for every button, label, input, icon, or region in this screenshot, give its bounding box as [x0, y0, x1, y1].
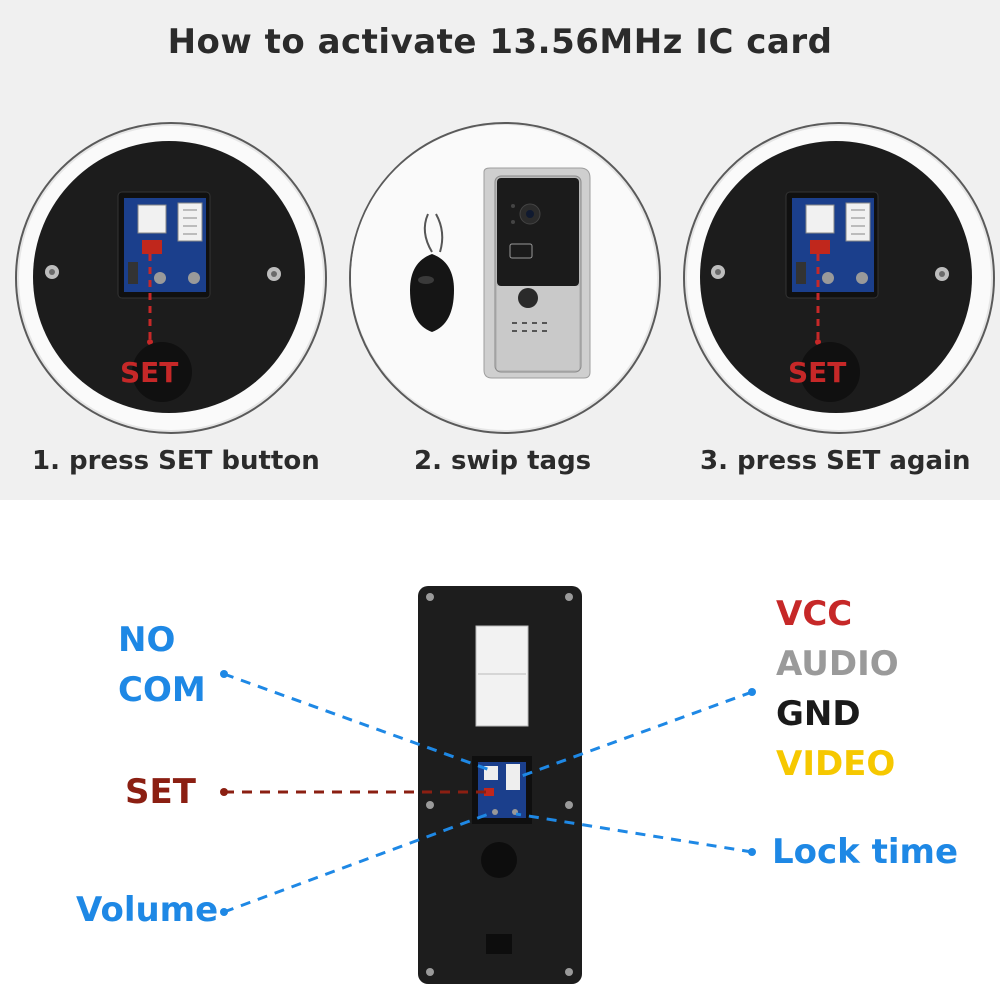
step2-doorbell	[351, 125, 655, 429]
page-title: How to activate 13.56MHz IC card	[167, 22, 833, 62]
callout-dots	[220, 670, 756, 916]
no-label: NO	[118, 620, 176, 660]
com-label: COM	[118, 670, 206, 710]
audio-label: AUDIO	[776, 644, 899, 684]
step-2-label: 2. swip tags	[414, 446, 592, 476]
device-back	[418, 586, 582, 984]
step3-board	[700, 141, 972, 413]
gnd-label: GND	[776, 694, 861, 734]
video-label: VIDEO	[776, 744, 896, 784]
step-1-label: 1. press SET button	[32, 446, 320, 476]
set-label: SET	[125, 772, 196, 812]
board-set-callout-step1: SET	[120, 356, 179, 389]
volume-label: Volume	[76, 890, 219, 930]
step-3-label: 3. press SET again	[700, 446, 971, 476]
vcc-label: VCC	[776, 594, 853, 634]
callout-lines	[223, 672, 753, 914]
step1-board	[33, 141, 305, 413]
lock-time-label: Lock time	[772, 832, 959, 872]
board-set-callout-step3: SET	[788, 356, 847, 389]
